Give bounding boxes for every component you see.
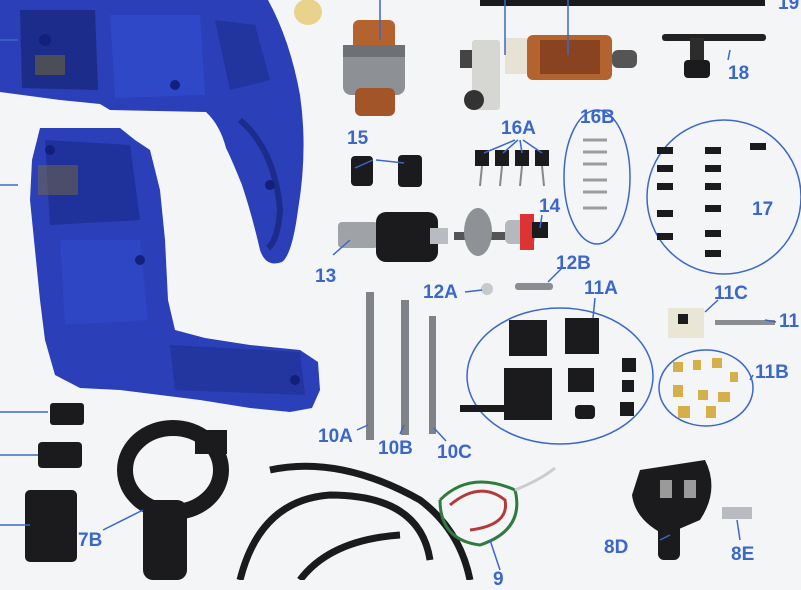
bolt (515, 283, 553, 290)
carbon-brushes (475, 150, 549, 187)
side-handle (117, 420, 229, 580)
steel-ball (481, 283, 493, 295)
label-14: 14 (539, 196, 561, 217)
label-7b: 7B (78, 530, 103, 551)
label-15: 15 (347, 128, 369, 149)
label-10a: 10A (318, 426, 353, 447)
screws (657, 143, 766, 257)
label-19: 19 (778, 0, 800, 14)
small-parts-left (25, 403, 84, 562)
circuit-board (668, 308, 775, 338)
chuck-key (662, 34, 766, 78)
armature (460, 35, 637, 110)
label-11c: 11C (714, 283, 748, 304)
contacts (673, 358, 738, 418)
label-8d: 8D (604, 537, 629, 558)
gear-assembly (454, 208, 548, 256)
stator (343, 20, 405, 116)
switch-parts (460, 318, 636, 420)
label-13: 13 (315, 266, 337, 287)
wires (438, 466, 556, 547)
cable-clip (722, 507, 752, 519)
label-12a: 12A (423, 282, 458, 303)
springs (583, 138, 607, 210)
bearing-part (294, 0, 322, 25)
drill-bits (366, 292, 436, 440)
housing-half-top (0, 0, 304, 264)
label-10c: 10C (437, 442, 472, 463)
label-11: 11 (779, 311, 800, 332)
housing-half-bottom (30, 128, 320, 412)
label-8e: 8E (731, 544, 755, 565)
brush-holders (351, 155, 422, 187)
label-16a: 16A (501, 118, 536, 139)
label-11a: 11A (584, 278, 618, 299)
label-17: 17 (752, 199, 774, 220)
label-12b: 12B (556, 253, 591, 274)
label-18: 18 (728, 63, 750, 84)
handle-bar (480, 0, 765, 6)
power-cable (236, 462, 474, 580)
power-plug (632, 460, 712, 560)
leader-lines (0, 0, 777, 571)
label-10b: 10B (378, 438, 413, 459)
label-16b: 16B (580, 107, 615, 128)
label-11b: 11B (755, 362, 789, 383)
drill-chuck (338, 212, 448, 262)
